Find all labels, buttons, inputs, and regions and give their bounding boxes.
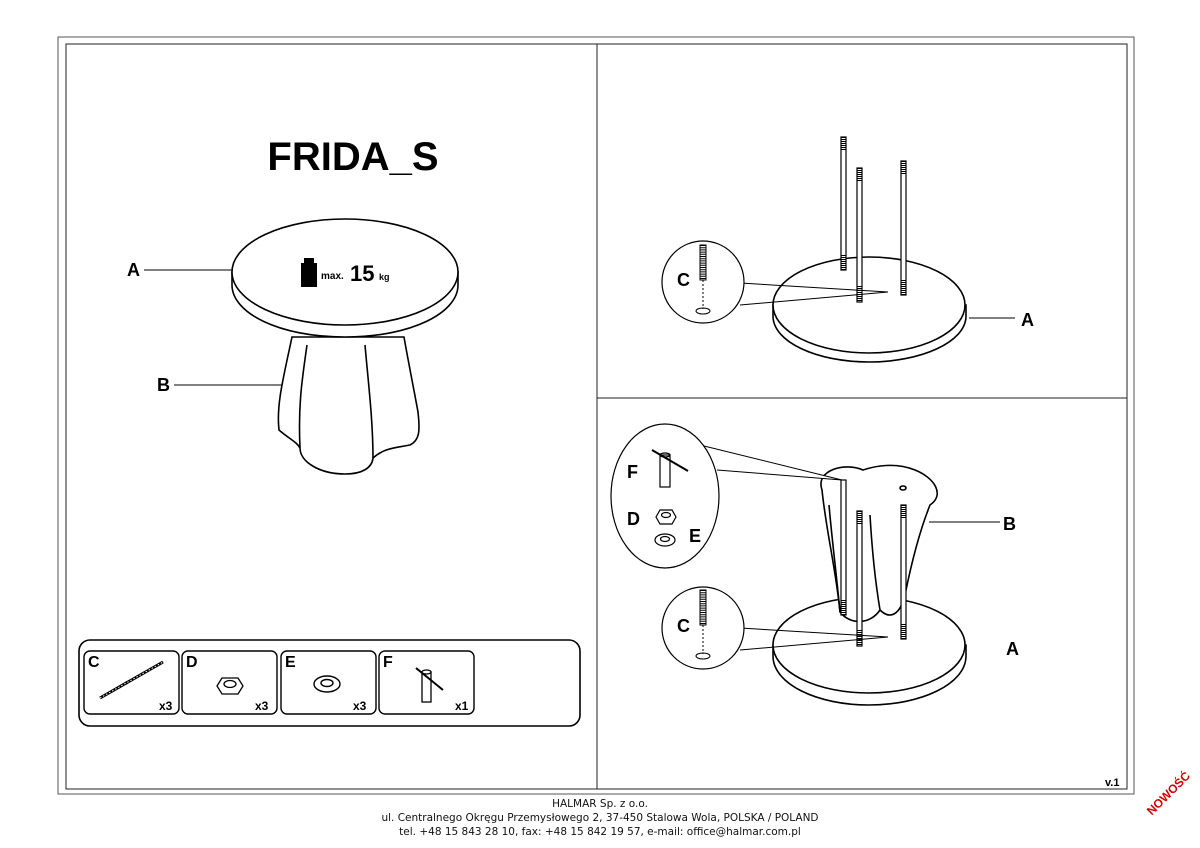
part-letter-c: C: [88, 654, 100, 671]
weight-icon: [301, 258, 317, 287]
washer-icon: [313, 675, 341, 693]
part-qty-c: x3: [159, 699, 173, 713]
step1-label-c: C: [677, 270, 690, 290]
step2-detail-bubble-c: [661, 586, 889, 670]
table-base-drawing: [277, 336, 420, 475]
step1-threaded-rods: [840, 136, 907, 303]
footer-company: HALMAR Sp. z o.o.: [552, 798, 648, 810]
max-load-value: 15: [350, 261, 374, 286]
step2-label-b: B: [1003, 514, 1016, 534]
step1-detail-bubble: [661, 240, 889, 324]
part-cell-c: C x3: [83, 650, 180, 715]
part-qty-e: x3: [353, 699, 367, 713]
outer-frame: [57, 36, 1135, 795]
step2-label-a: A: [1006, 639, 1019, 659]
step1-table-top: [772, 256, 967, 363]
socket-key-icon: [415, 667, 444, 703]
version-label: v.1: [1105, 777, 1119, 789]
table-illustration: [231, 218, 459, 475]
step2-label-e: E: [689, 526, 701, 546]
callout-label-b: B: [157, 375, 170, 395]
part-cell-e: E x3: [280, 650, 377, 715]
step2-base: [820, 464, 938, 623]
step2-label-f: F: [627, 462, 638, 482]
part-letter-f: F: [383, 654, 393, 671]
callout-label-a: A: [127, 260, 140, 280]
part-qty-f: x1: [455, 699, 469, 713]
parts-box: [78, 639, 581, 727]
hex-nut-icon: [216, 677, 244, 695]
max-load-prefix: max.: [321, 271, 344, 282]
footer-contact: tel. +48 15 843 28 10, fax: +48 15 842 1…: [399, 826, 801, 838]
step2-threaded-rods: [840, 479, 907, 647]
product-title: FRIDA_S: [267, 135, 438, 179]
threaded-rod-icon: [99, 660, 164, 700]
step2-label-d: D: [627, 509, 640, 529]
table-top-drawing: [231, 218, 459, 326]
part-cell-f: F x1: [378, 650, 475, 715]
step1-label-a: A: [1021, 310, 1034, 330]
part-cell-d: D x3: [181, 650, 278, 715]
part-qty-d: x3: [255, 699, 269, 713]
part-letter-e: E: [285, 654, 296, 671]
part-letter-d: D: [186, 654, 198, 671]
footer-address: ul. Centralnego Okręgu Przemysłowego 2, …: [381, 812, 819, 824]
step2-label-c: C: [677, 616, 690, 636]
max-load-unit: kg: [379, 272, 390, 282]
step2-detail-bubble-hardware: [610, 423, 843, 569]
